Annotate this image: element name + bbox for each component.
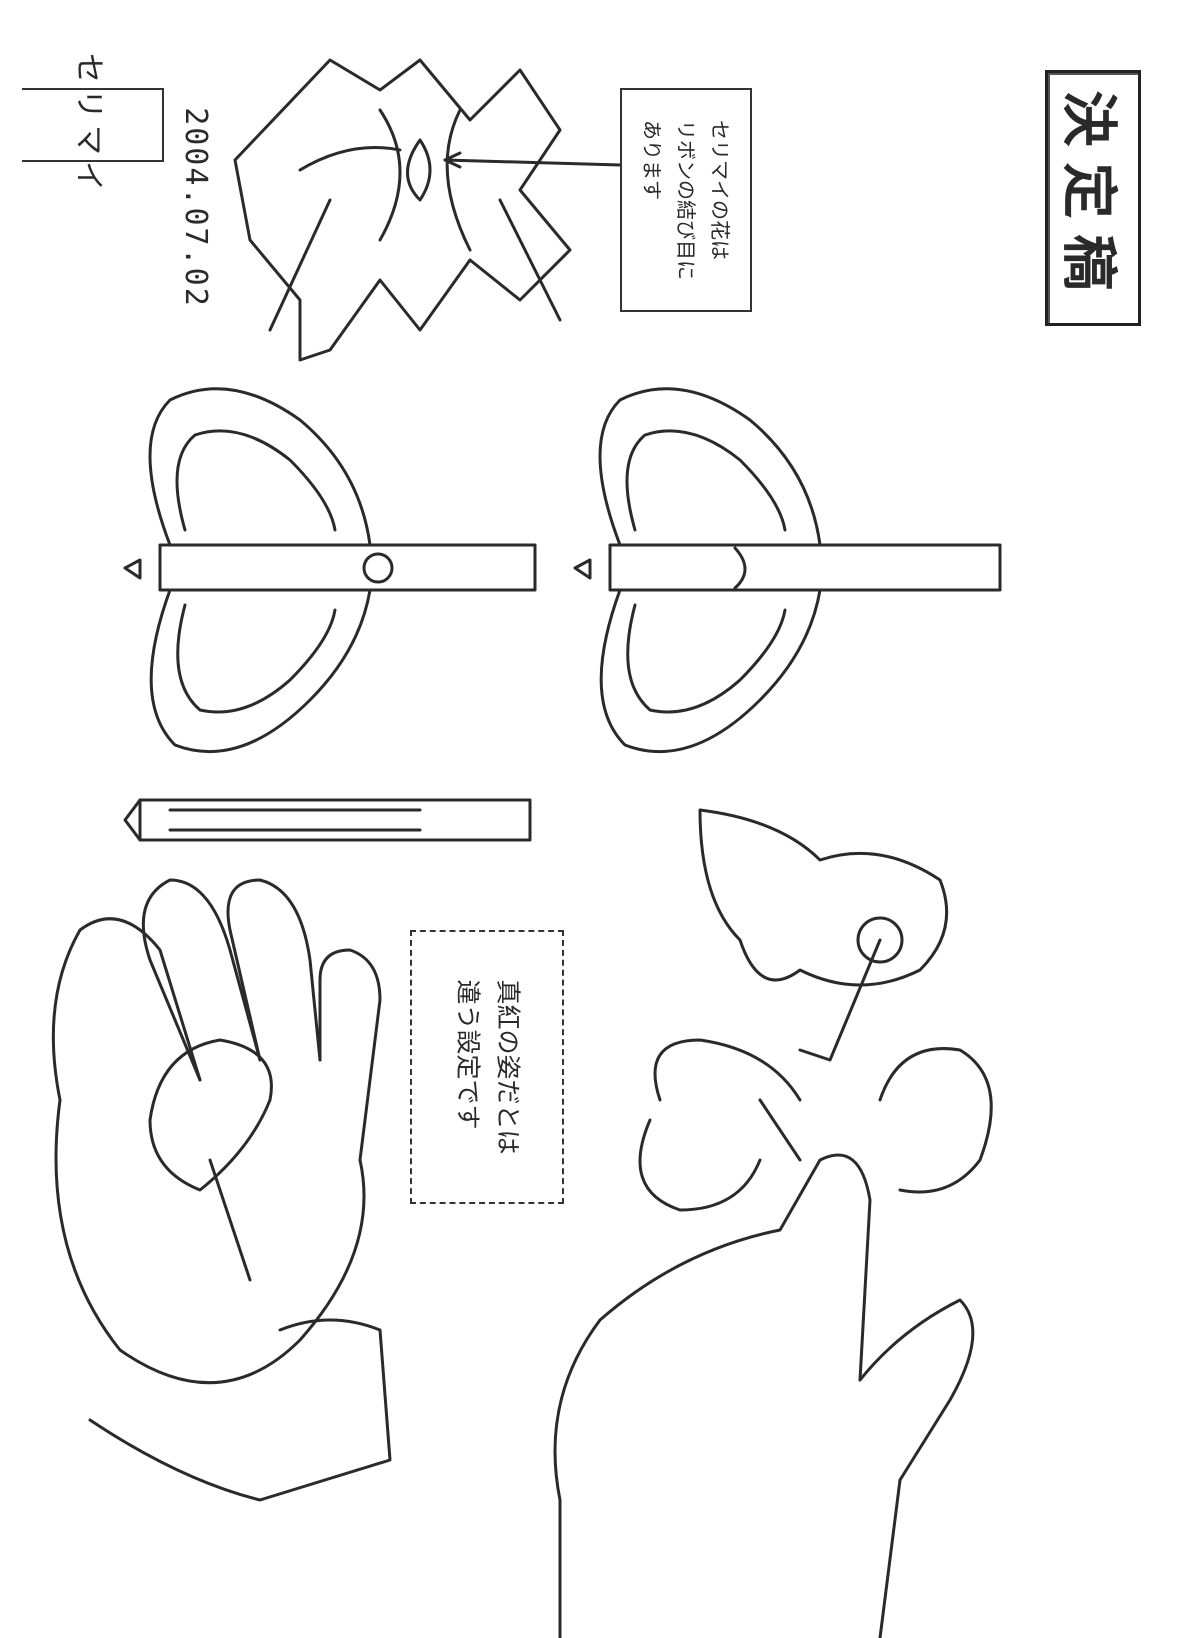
ribbon-note-box: セリマイの花は リボンの結び目に あります: [620, 88, 752, 312]
ornate-scissors-icon: [573, 387, 1002, 753]
hand-icon: [553, 808, 993, 1638]
hand-icon: [51, 878, 392, 1502]
approval-stamp: 決定稿: [1045, 70, 1141, 326]
gift-note-text: 真紅の姿だとは 違う設定です: [453, 979, 523, 1155]
character-name-box: セリマイ: [22, 53, 164, 197]
pointer-arrow: [443, 158, 622, 167]
bow-ribbon-icon: [233, 58, 572, 362]
ribbon-note-text: セリマイの花は リボンの結び目に あります: [640, 120, 732, 280]
closed-scissors-icon: [123, 798, 532, 842]
character-name: セリマイ: [71, 53, 106, 197]
stamp-text: 決定稿: [1055, 90, 1121, 306]
gift-note-box: 真紅の姿だとは 違う設定です: [410, 930, 564, 1204]
ornate-scissors-icon: [123, 387, 537, 753]
sheet-date: 2004.07.02: [177, 107, 213, 308]
